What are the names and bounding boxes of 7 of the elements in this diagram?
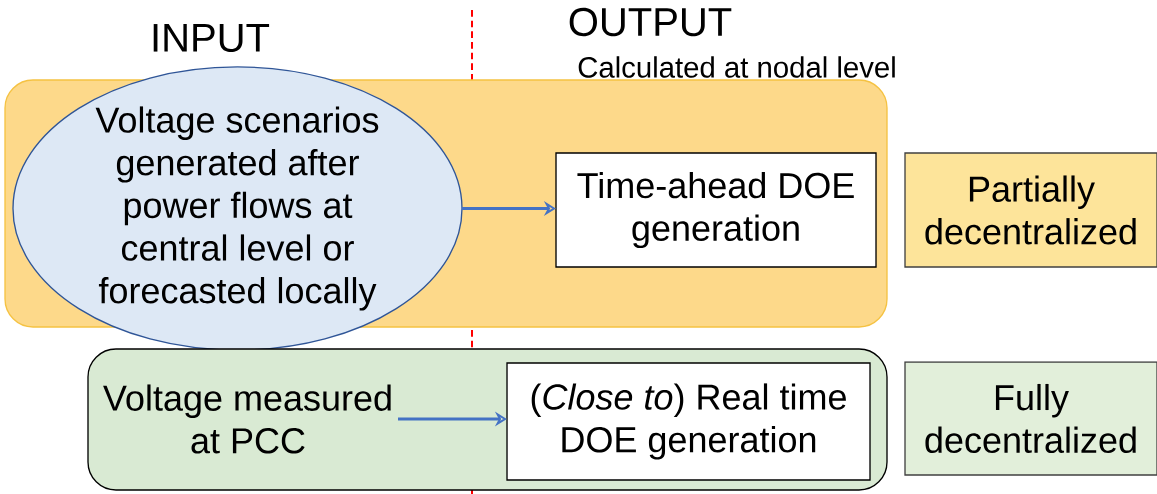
category-box: Fully decentralized [904, 361, 1157, 476]
input-text: Voltage measured at PCC [103, 384, 391, 454]
section-heading: OUTPUT [569, 7, 732, 37]
process-box: Time-ahead DOE generation [555, 152, 877, 268]
subheading: Calculated at nodal level [578, 56, 895, 78]
process-box: (Close to) Real time DOE generation [506, 362, 871, 481]
category-box: Partially decentralized [904, 152, 1157, 268]
